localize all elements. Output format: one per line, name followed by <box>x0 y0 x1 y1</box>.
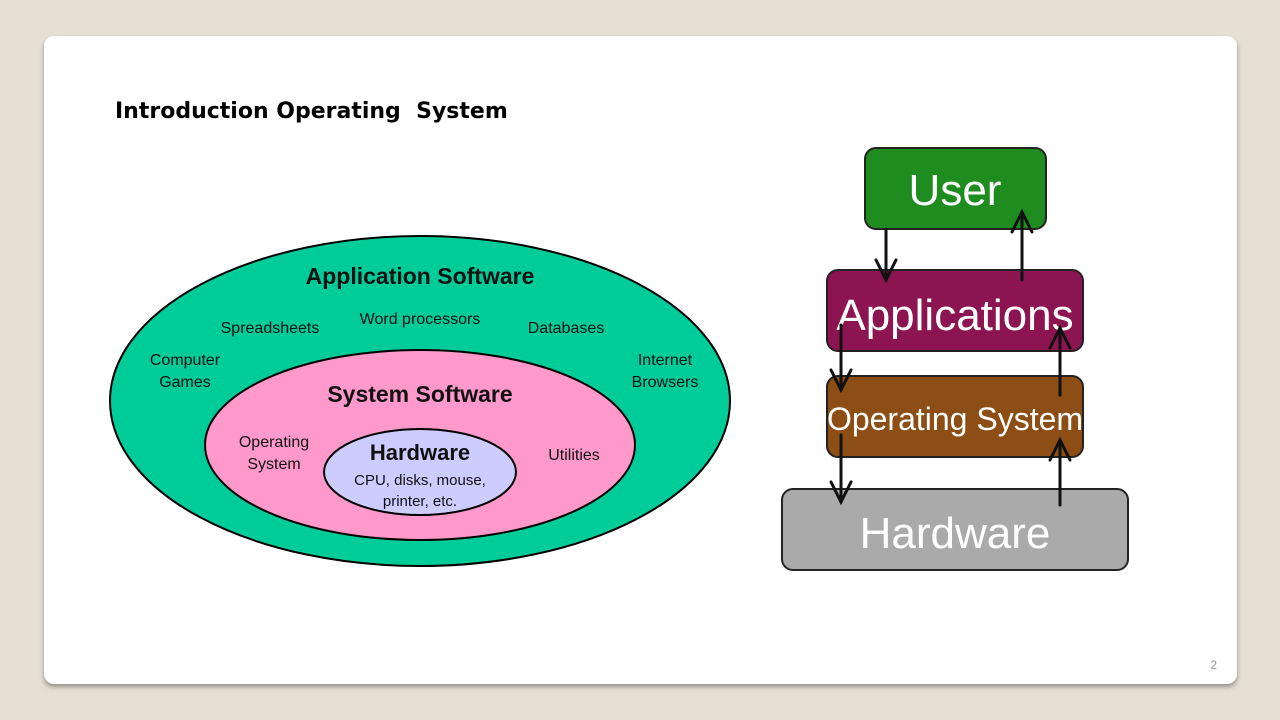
arrow-applications-to-os <box>829 323 853 394</box>
system-software-title: System Software <box>327 381 512 407</box>
operating-system-label-line2: System <box>247 456 300 473</box>
user-layer <box>864 147 1047 230</box>
hardware-core <box>323 428 517 516</box>
hardware-layer-label: Hardware <box>860 509 1051 558</box>
user-layer-label: User <box>909 166 1002 215</box>
internet-browsers-label-line2: Browsers <box>632 374 699 391</box>
operating-system-layer-label: Operating System <box>827 401 1083 437</box>
computer-games-label-line2: Games <box>159 374 211 391</box>
operating-system-layer <box>826 375 1084 458</box>
computer-games-label-line1: Computer <box>150 352 221 369</box>
arrow-user-to-applications <box>874 227 898 284</box>
utilities-label: Utilities <box>548 447 600 464</box>
page-number: 2 <box>1210 658 1217 672</box>
arrow-os-to-applications <box>1048 324 1072 397</box>
hardware-core-line2: printer, etc. <box>383 493 457 510</box>
hardware-core-line1: CPU, disks, mouse, <box>354 472 486 489</box>
stack-diagram: User Applications Operating System Hardw… <box>781 147 1129 571</box>
databases-label: Databases <box>528 320 605 337</box>
spreadsheets-label: Spreadsheets <box>221 320 320 337</box>
onion-diagram: Application Software Spreadsheets Word p… <box>109 235 731 567</box>
internet-browsers-label-line1: Internet <box>638 352 693 369</box>
hardware-core-title: Hardware <box>370 440 470 465</box>
operating-system-label-line1: Operating <box>239 434 309 451</box>
application-software-title: Application Software <box>306 263 535 289</box>
hardware-layer <box>781 488 1129 571</box>
applications-layer <box>826 269 1084 352</box>
arrow-os-to-hardware <box>829 433 853 506</box>
slide-title: Introduction Operating System <box>115 99 508 124</box>
arrow-hardware-to-os <box>1048 436 1072 507</box>
arrow-applications-to-user <box>1010 208 1034 282</box>
applications-layer-label: Applications <box>836 291 1073 340</box>
word-processors-label: Word processors <box>360 311 481 328</box>
